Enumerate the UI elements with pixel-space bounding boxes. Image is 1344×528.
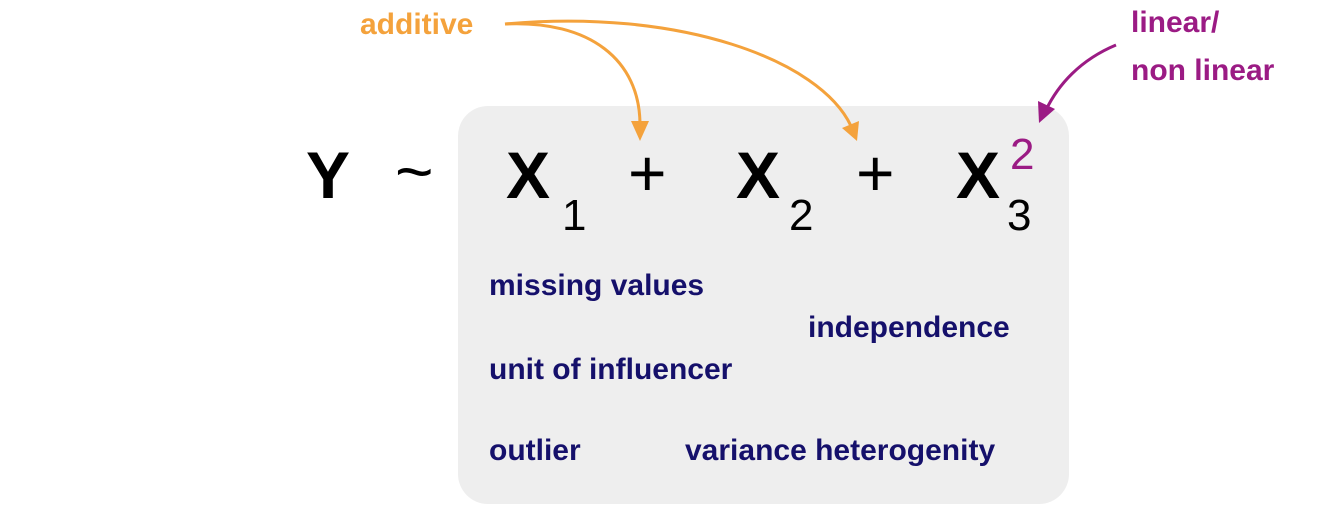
assumption-unit-of-influencer: unit of influencer [489, 353, 733, 386]
predictor-x1: X [506, 138, 551, 212]
additive-arrow-to-plus-2 [504, 19, 853, 127]
subscript-3: 3 [1007, 191, 1032, 240]
assumption-missing-values: missing values [489, 269, 705, 302]
predictor-x3: X [956, 138, 1001, 212]
assumption-variance-heterogenity: variance heterogenity [685, 434, 996, 467]
plus-sign-2: + [856, 136, 895, 210]
additive-arrowhead-1 [631, 121, 649, 141]
additive-arrowhead-2 [842, 121, 859, 141]
additive-label: additive [360, 8, 474, 41]
predictor-x2: X [736, 138, 781, 212]
assumption-outlier: outlier [489, 434, 581, 467]
subscript-1: 1 [562, 191, 587, 240]
linear-label-line1: linear/ [1131, 6, 1220, 39]
exponent-2: 2 [1010, 130, 1035, 179]
predictor-panel [458, 106, 1069, 504]
linear-label-line2: non linear [1131, 54, 1275, 87]
additive-arrow-to-plus-1 [504, 22, 642, 126]
linear-arrow [1044, 43, 1117, 111]
plus-sign-1: + [628, 136, 667, 210]
tilde-symbol: ~ [395, 134, 434, 208]
linear-arrowhead [1038, 101, 1055, 123]
assumption-independence: independence [808, 311, 1010, 344]
subscript-2: 2 [789, 191, 814, 240]
response-y: Y [306, 138, 351, 212]
